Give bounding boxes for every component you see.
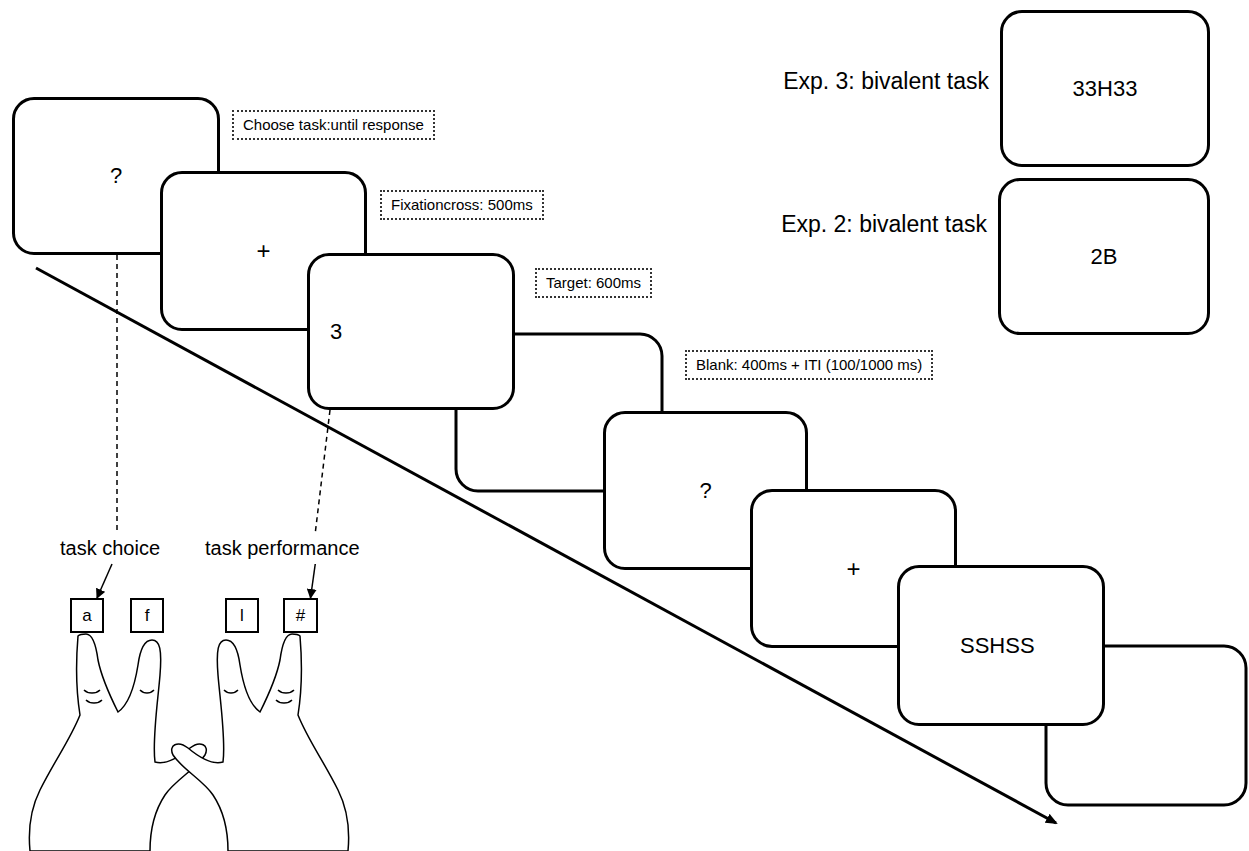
stimulus-text: 33H33 [1073, 76, 1138, 102]
key-label: l [240, 606, 244, 626]
stimulus-example: Exp. 2: bivalent task2B [998, 178, 1210, 335]
timing-callout: Blank: 400ms + ITI (100/1000 ms) [685, 350, 933, 380]
key-label: # [296, 606, 305, 626]
stimulus-text: SSHSS [960, 633, 1035, 659]
stimulus-text: ? [699, 478, 711, 504]
timing-text: Fixationcross: 500ms [391, 196, 533, 213]
screen-frame: 3 [307, 253, 515, 410]
keyboard-key: # [283, 598, 318, 633]
stimulus-example: Exp. 3: bivalent task33H33 [1000, 10, 1210, 167]
keyboard-key: l [225, 598, 259, 633]
key-label: a [82, 606, 91, 626]
stimulus-text: 2B [1091, 244, 1118, 270]
response-label: task performance [202, 537, 363, 560]
timing-callout: Choose task:until response [232, 110, 435, 140]
timing-text: Blank: 400ms + ITI (100/1000 ms) [696, 356, 922, 373]
key-label: f [145, 606, 150, 626]
timeline-arrow [36, 268, 1056, 823]
timing-callout: Fixationcross: 500ms [380, 190, 544, 220]
keyboard-key: a [70, 598, 104, 633]
keyboard-key: f [130, 598, 164, 633]
timing-text: Choose task:until response [243, 116, 424, 133]
timing-text: Target: 600ms [546, 274, 641, 291]
dashed-connector [311, 410, 331, 598]
stimulus-text: + [846, 555, 860, 583]
screen-frame: SSHSS [897, 565, 1105, 726]
experiment-heading: Exp. 2: bivalent task [781, 211, 987, 238]
timing-callout: Target: 600ms [535, 268, 652, 298]
experiment-heading: Exp. 3: bivalent task [783, 68, 989, 95]
stimulus-text: ? [110, 163, 122, 189]
stimulus-text: 3 [330, 319, 342, 345]
response-label: task choice [57, 537, 163, 560]
stimulus-text: + [256, 237, 270, 265]
hands-illustration [29, 634, 348, 851]
